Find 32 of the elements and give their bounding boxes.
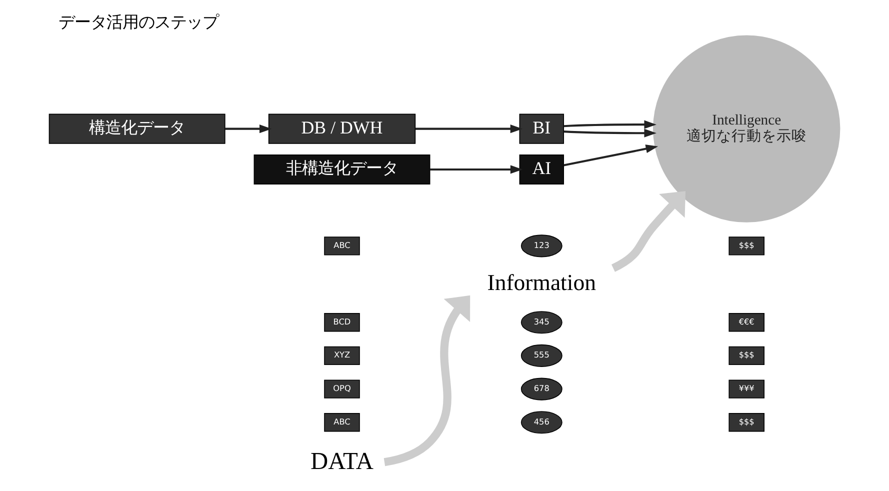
node-circle: Intelligence 適切な行動を示唆 (653, 35, 840, 222)
node-box: ABC (324, 236, 360, 256)
arrow (430, 165, 523, 174)
node-box: AI (519, 154, 564, 185)
node-box: $$$ (728, 346, 764, 366)
node-box: $$$ (728, 413, 764, 432)
node-box: BCD (324, 313, 360, 332)
node-box: €€€ (728, 313, 764, 332)
diagram-title: データ活用のステップ (58, 12, 218, 32)
node-ellipse: 345 (520, 311, 562, 334)
node-box: ABC (324, 413, 360, 432)
arrow (384, 295, 470, 466)
node-box: OPQ (324, 380, 360, 398)
arrow (611, 191, 686, 272)
node-box: $$$ (728, 236, 764, 256)
node-box: DB / DWH (268, 114, 416, 144)
node-box: BI (519, 114, 564, 144)
node-box: ¥¥¥ (728, 380, 764, 398)
node-ellipse: 678 (520, 378, 562, 400)
arrow (564, 120, 656, 129)
node-box: XYZ (324, 346, 360, 366)
node-box: 構造化データ (48, 114, 226, 144)
arrow (564, 128, 656, 138)
node-ellipse: 555 (520, 344, 562, 367)
node-text: DATA (310, 448, 374, 476)
arrow (415, 124, 523, 134)
node-text: Information (487, 270, 596, 295)
node-box: 非構造化データ (254, 154, 430, 185)
arrow (225, 124, 272, 134)
node-ellipse: 123 (520, 234, 562, 258)
node-ellipse: 456 (520, 411, 562, 434)
arrow (564, 144, 658, 166)
